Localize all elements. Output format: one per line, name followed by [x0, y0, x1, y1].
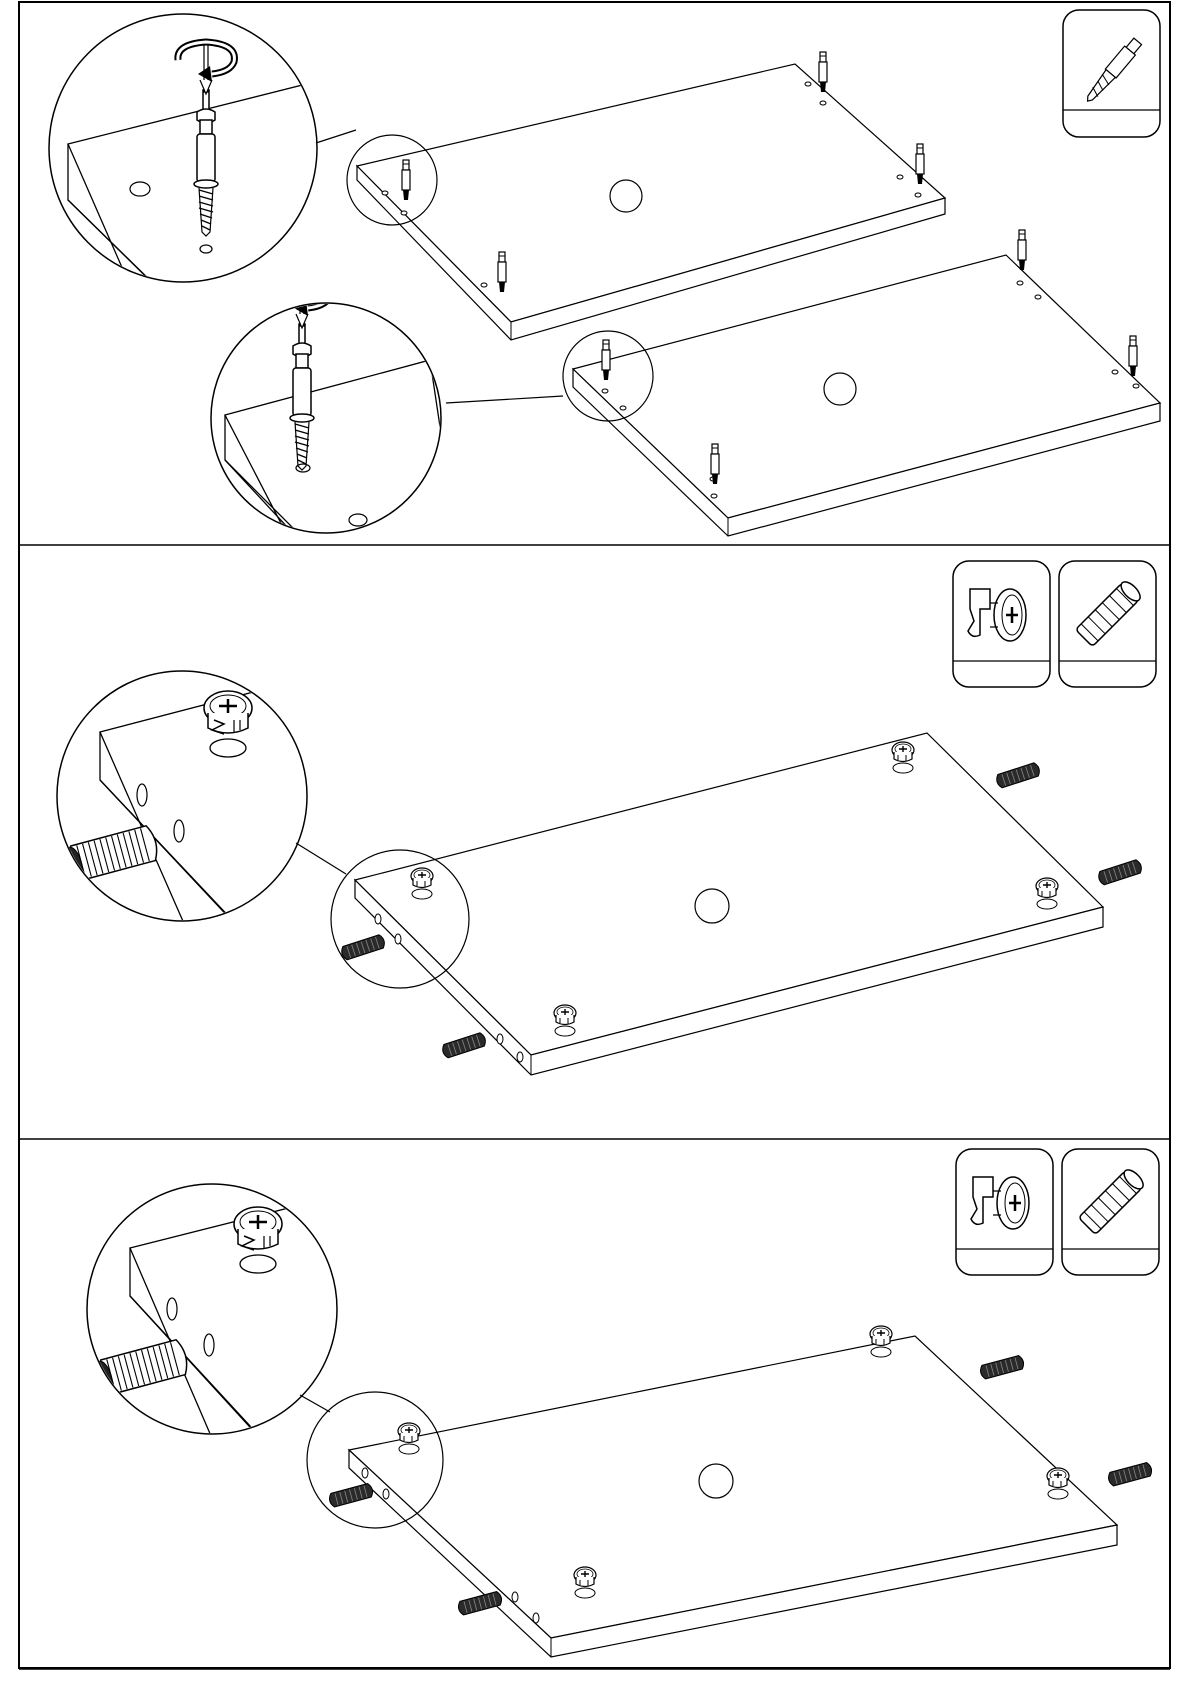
wooden-dowel-icon: [1059, 561, 1156, 687]
cam-bolt: [1129, 336, 1137, 376]
cam-bolt: [1018, 230, 1026, 270]
cam-lock: [554, 1005, 576, 1036]
panel: [328, 1326, 1153, 1657]
wooden-dowel: [340, 934, 386, 961]
wooden-dowel: [995, 762, 1041, 789]
wooden-dowel: [1107, 1462, 1153, 1487]
cam-lock: [411, 868, 433, 899]
cam-lock: [1047, 1468, 1069, 1499]
step-3: [87, 1149, 1159, 1657]
detail-zoom: [57, 671, 420, 960]
cam-lock: [574, 1567, 596, 1598]
cam-bolt-icon: [1063, 10, 1160, 137]
wooden-dowel: [328, 1483, 374, 1508]
cam-lock: [870, 1326, 892, 1357]
cam-lock: [892, 742, 914, 773]
step-2: [57, 561, 1156, 1075]
detail-zoom: [211, 276, 460, 560]
cam-lock: [1036, 878, 1058, 909]
cam-lock: [398, 1423, 420, 1454]
detail-zoom: [87, 1184, 450, 1480]
wooden-dowel: [1097, 859, 1143, 886]
wooden-dowel-icon: [1062, 1149, 1159, 1275]
cam-lock-icon: [953, 561, 1050, 687]
cam-lock-icon: [956, 1149, 1053, 1275]
panel: [340, 733, 1143, 1075]
wooden-dowel: [441, 1032, 487, 1059]
step-1: [49, 10, 1160, 560]
wooden-dowel: [457, 1591, 503, 1616]
wooden-dowel: [979, 1355, 1025, 1380]
